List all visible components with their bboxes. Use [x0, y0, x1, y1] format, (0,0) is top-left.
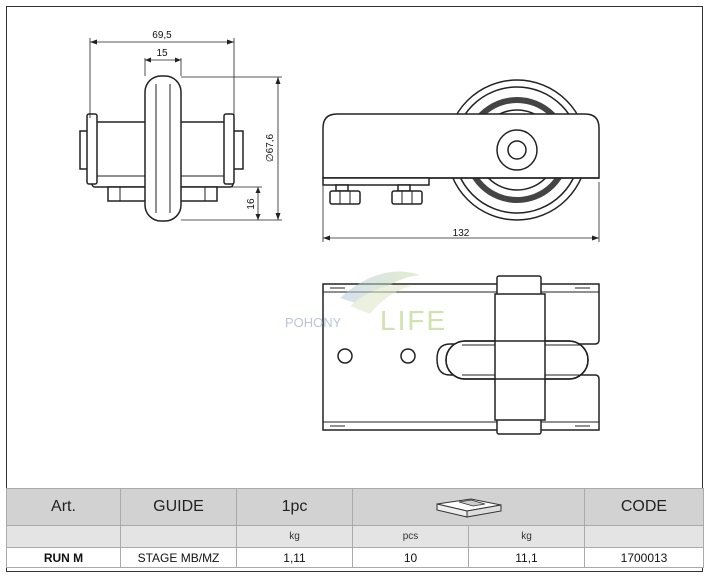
package-box-icon — [436, 498, 501, 518]
dim-diameter: ∅67,6 — [265, 133, 276, 162]
dim-height-base: 16 — [246, 198, 257, 210]
header-package — [352, 488, 585, 526]
table-unit-row: kg pcs kg — [6, 525, 704, 548]
unit-pack-kg: kg — [468, 525, 585, 548]
table-header-row: Art. GUIDE 1pc CODE — [6, 488, 704, 526]
unit-empty-art — [6, 525, 121, 548]
watermark-right: LIFE — [380, 305, 447, 336]
dim-width-total: 69,5 — [152, 30, 172, 41]
header-art: Art. — [6, 488, 121, 526]
cell-pack-weight: 11,1 — [468, 547, 585, 568]
cell-weight: 1,11 — [236, 547, 353, 568]
cell-pcs: 10 — [352, 547, 469, 568]
unit-empty-guide — [120, 525, 237, 548]
top-view — [322, 275, 600, 435]
side-view-dimensions — [322, 182, 600, 242]
unit-kg: kg — [236, 525, 353, 548]
dim-length: 132 — [453, 228, 470, 239]
table-row: RUN M STAGE MB/MZ 1,11 10 11,1 1700013 — [6, 547, 704, 568]
header-1pc: 1pc — [236, 488, 353, 526]
front-view — [79, 75, 244, 222]
page-frame — [6, 6, 703, 572]
unit-empty-code — [584, 525, 704, 548]
cell-guide: STAGE MB/MZ — [120, 547, 237, 568]
dim-width-wheel: 15 — [156, 48, 168, 59]
cell-art: RUN M — [6, 547, 121, 568]
header-code: CODE — [584, 488, 704, 526]
front-view-dimensions — [89, 38, 282, 221]
header-guide: GUIDE — [120, 488, 237, 526]
watermark-logo — [340, 271, 420, 314]
cell-code: 1700013 — [584, 547, 704, 568]
spec-table: Art. GUIDE 1pc CODE kg pcs kg RUN M STAG… — [6, 488, 704, 568]
unit-pcs: pcs — [352, 525, 469, 548]
watermark-left: POHONY — [285, 315, 342, 330]
side-view — [322, 79, 600, 221]
